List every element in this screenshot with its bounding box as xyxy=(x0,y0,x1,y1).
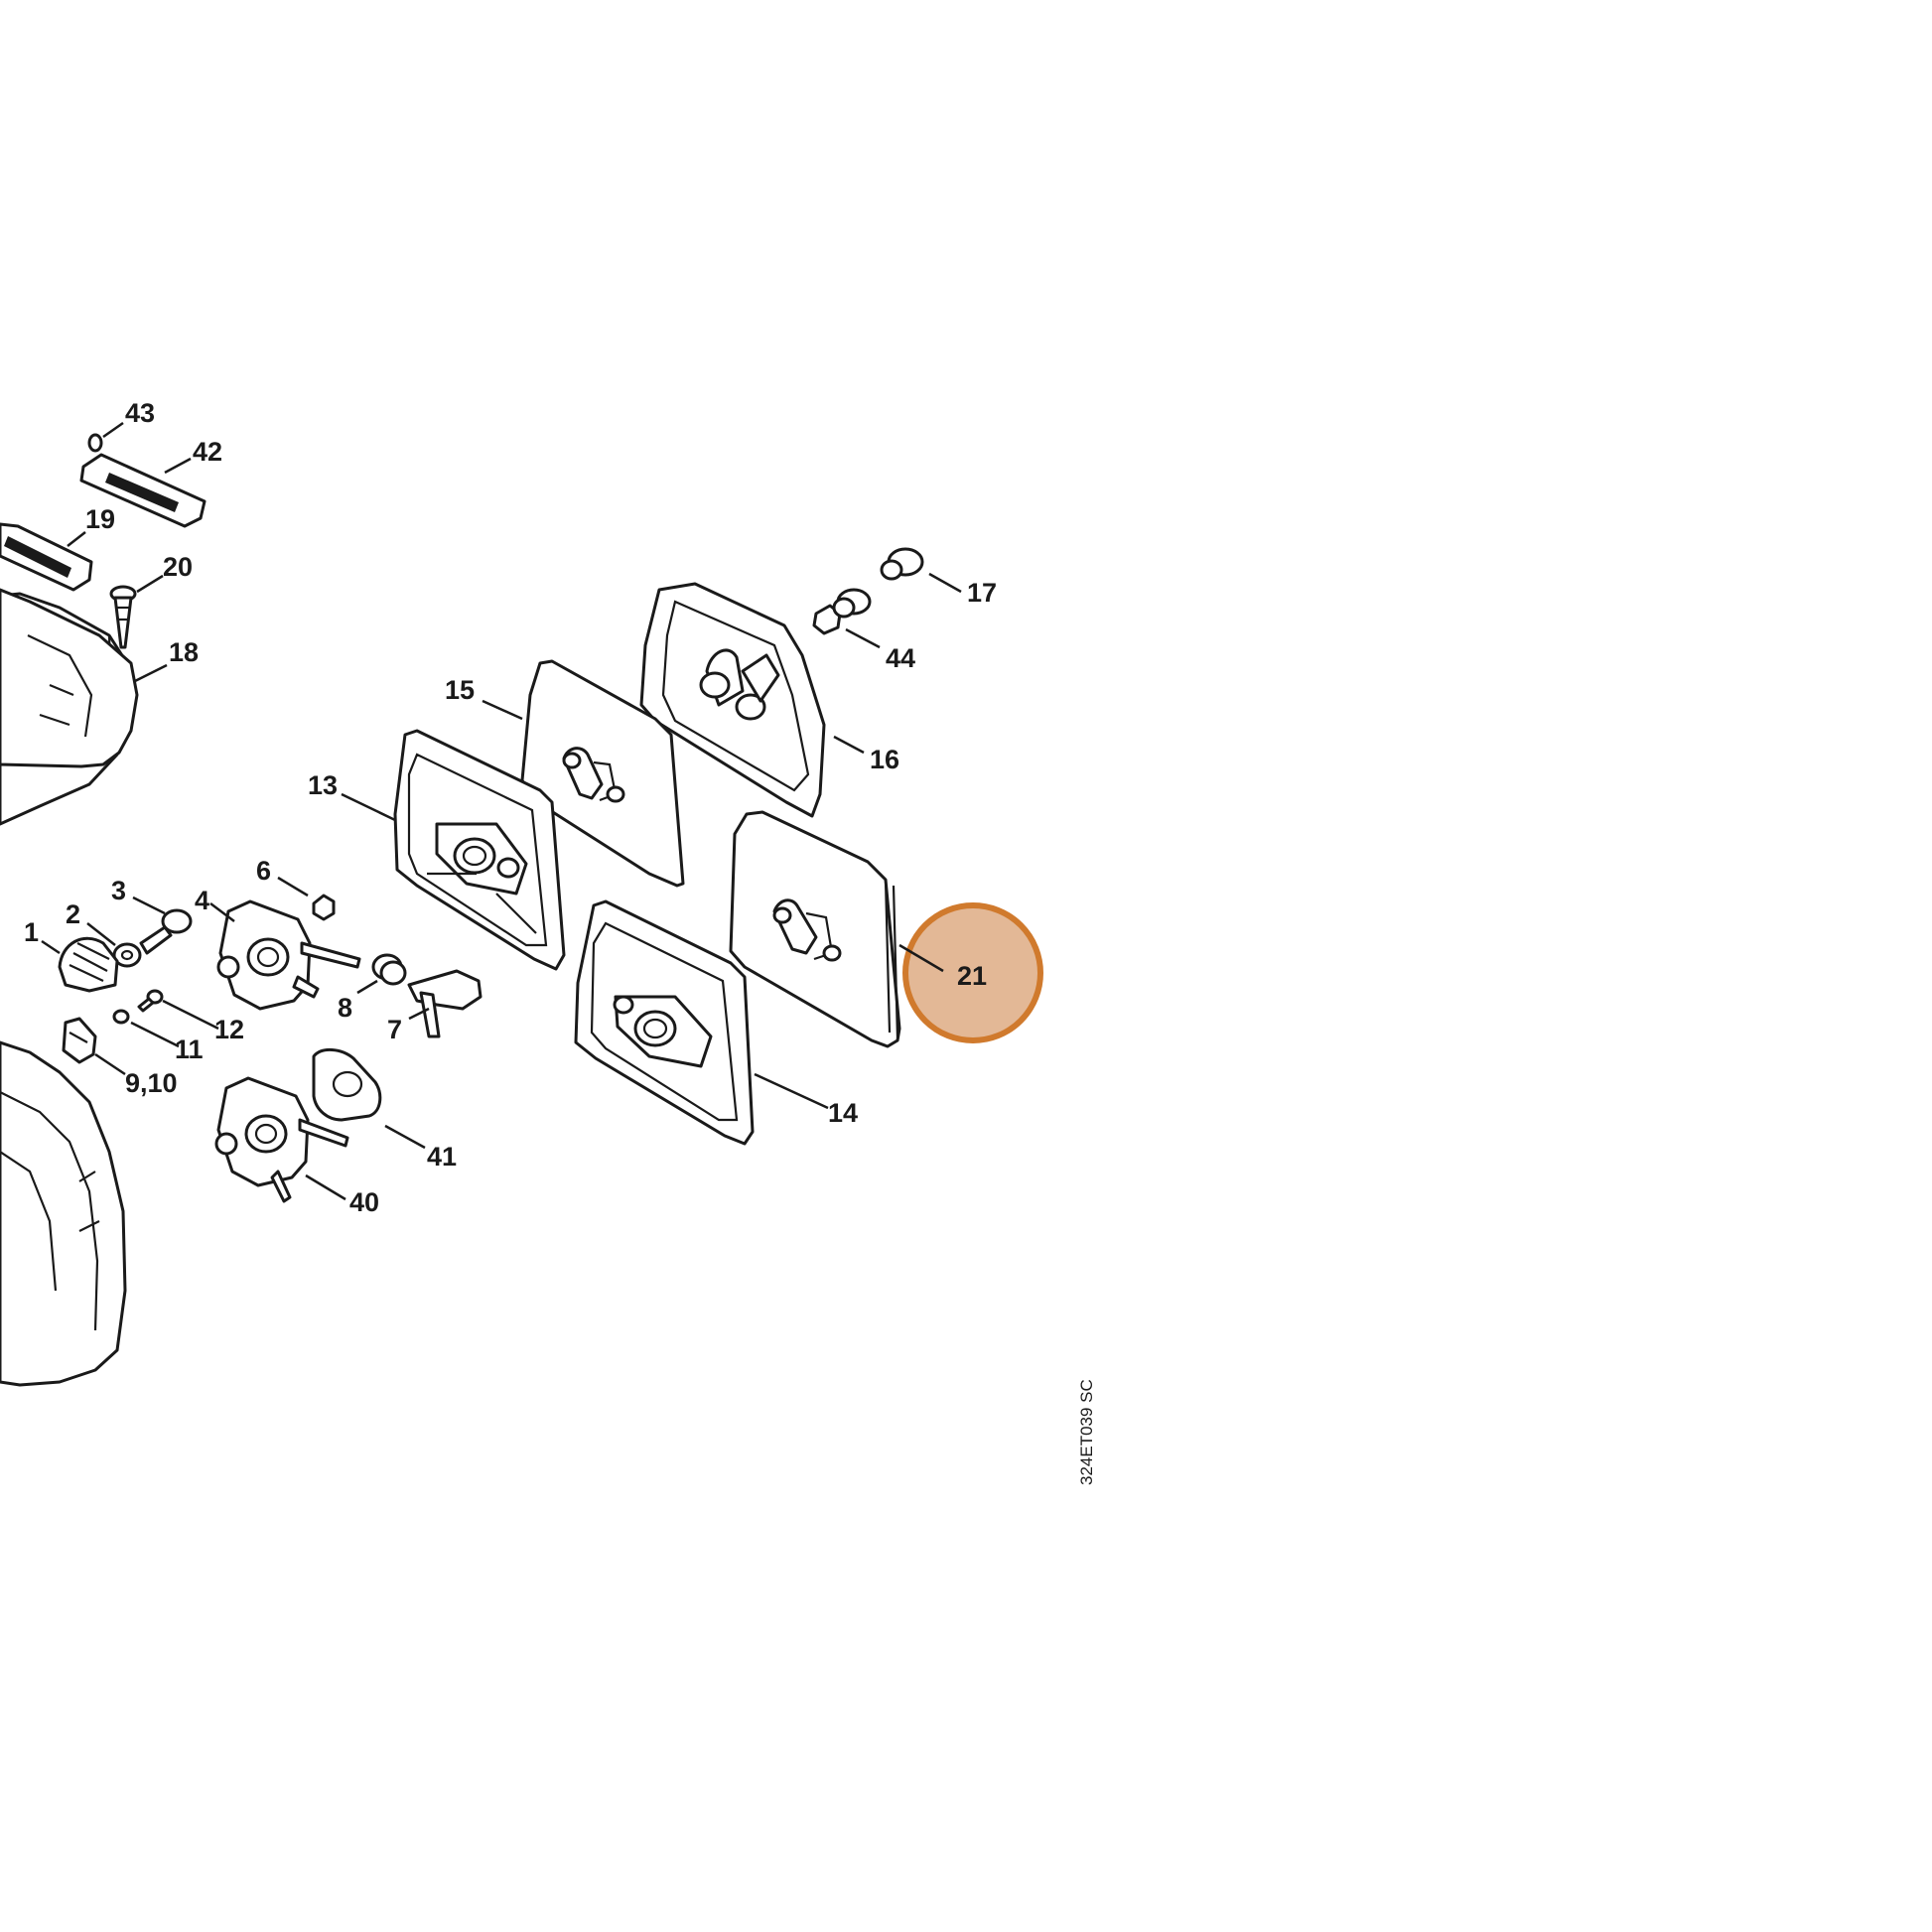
part-4-carburetor xyxy=(209,899,361,1011)
part-12-screw xyxy=(137,989,219,1031)
part-19-nameplate xyxy=(0,522,93,592)
part-8-grommet xyxy=(356,953,407,995)
label-42: 42 xyxy=(193,437,222,467)
part-21-main-filter xyxy=(729,810,944,1048)
part-43-screw xyxy=(87,421,124,453)
label-17: 17 xyxy=(967,578,997,608)
label-14: 14 xyxy=(828,1098,858,1128)
label-8: 8 xyxy=(338,993,352,1023)
label-2: 2 xyxy=(66,899,80,929)
label-7: 7 xyxy=(387,1015,402,1044)
label-3: 3 xyxy=(111,876,126,905)
part-20-bolt xyxy=(109,574,164,649)
label-12: 12 xyxy=(214,1015,244,1044)
part-18-shroud xyxy=(0,588,168,768)
label-15: 15 xyxy=(445,675,475,705)
part-13-filter-base xyxy=(341,729,566,971)
part-1-cover xyxy=(41,936,119,993)
highlight-marker-21[interactable] xyxy=(902,902,1043,1043)
drawing-code: 324ET039 SC xyxy=(1077,1379,1096,1485)
label-43: 43 xyxy=(125,398,155,428)
label-20: 20 xyxy=(163,552,193,582)
part-15-prefilter xyxy=(482,659,685,888)
part-17-screw xyxy=(880,547,962,594)
label-11: 11 xyxy=(175,1035,204,1064)
label-13: 13 xyxy=(308,770,338,800)
part-6-nut xyxy=(277,876,336,921)
label-44: 44 xyxy=(886,643,915,673)
part-3-screw xyxy=(132,896,193,955)
part-7-choke-knob xyxy=(407,969,483,1038)
part-42-nameplate xyxy=(79,453,207,528)
label-18: 18 xyxy=(169,637,199,667)
label-4: 4 xyxy=(195,886,209,915)
label-16: 16 xyxy=(870,745,899,774)
label-40: 40 xyxy=(349,1187,379,1217)
label-6: 6 xyxy=(256,856,271,886)
part-41-gasket xyxy=(312,1048,426,1150)
part-9-10-bracket xyxy=(62,1017,126,1076)
label-21[interactable]: 21 xyxy=(957,961,987,991)
label-41: 41 xyxy=(427,1142,457,1172)
part-14-filter-base xyxy=(574,899,829,1146)
label-19: 19 xyxy=(85,504,115,534)
part-11-washer xyxy=(112,1009,180,1048)
part-16-filter-cover xyxy=(639,582,865,818)
label-1: 1 xyxy=(24,917,39,947)
part-40-carburetor xyxy=(214,1076,349,1203)
part-44-nut-washer xyxy=(812,588,881,649)
label-9-10: 9,10 xyxy=(125,1068,178,1098)
